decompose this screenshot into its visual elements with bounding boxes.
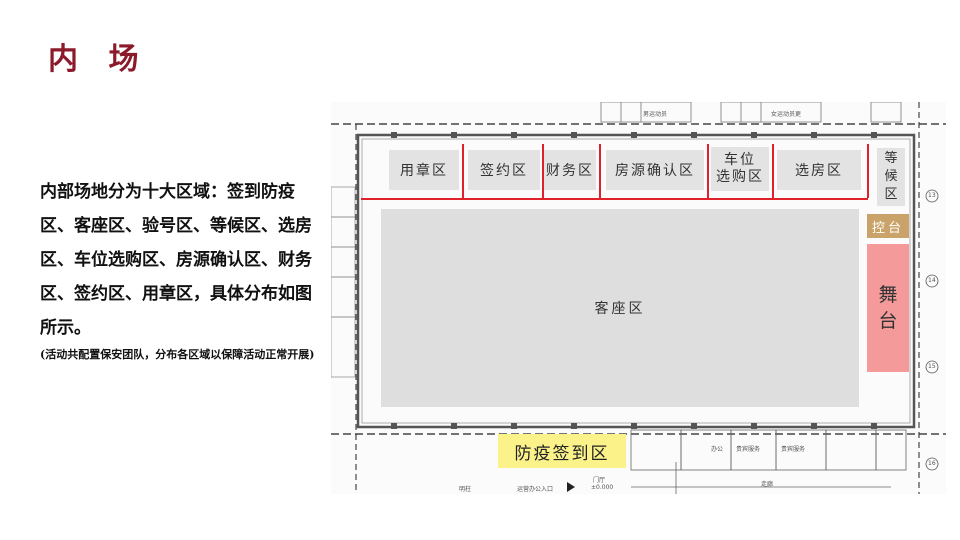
- axis-label-14: 14: [928, 277, 936, 284]
- zone-divider-line: [361, 198, 868, 200]
- zone-checkin: 防疫签到区: [498, 434, 626, 468]
- zone-divider-line: [599, 144, 601, 198]
- zone-parking-purchase: 车位 选购区: [711, 147, 769, 191]
- room-label-female: 女运动员更: [771, 111, 802, 118]
- description-text: 内部场地分为十大区域：签到防疫区、客座区、验号区、等候区、选房区、车位选购区、房…: [40, 182, 312, 338]
- service-label-2: 贵宾服务: [781, 446, 806, 453]
- zone-sign: 签约区: [468, 150, 540, 190]
- room-label-male: 男运动员: [643, 111, 668, 118]
- office-label: 办公: [711, 446, 724, 453]
- page-title: 内 场: [48, 42, 149, 77]
- zone-divider-line: [867, 144, 869, 198]
- zone-divider-line: [772, 144, 774, 198]
- zone-waiting: 等 候 区: [877, 148, 905, 206]
- corridor-label: 走廊: [761, 481, 774, 488]
- zone-finance: 财务区: [544, 150, 596, 190]
- zone-divider-line: [462, 144, 464, 198]
- zone-seal: 用章区: [389, 150, 459, 190]
- zone-divider-line: [707, 144, 709, 198]
- service-label-1: 贵宾服务: [736, 446, 761, 453]
- elevation-label: ±0.000: [591, 484, 614, 491]
- floor-plan: 13 14 15 16 男运动员 女运动员更 明柱 运营办公入口 ±0.000 …: [331, 102, 946, 494]
- zone-house-select: 选房区: [777, 150, 861, 190]
- zone-house-confirm: 房源确认区: [606, 150, 704, 190]
- column-label: 明柱: [459, 486, 472, 493]
- zone-control-desk: 控台: [867, 214, 909, 238]
- axis-label-13: 13: [928, 192, 936, 199]
- axis-label-15: 15: [928, 363, 936, 370]
- floor-plan-drawing: [331, 102, 946, 494]
- zone-seating: 客座区: [381, 209, 859, 407]
- zone-divider-line: [542, 144, 544, 198]
- gate-label: 门厅: [593, 477, 606, 484]
- zone-stage: 舞 台: [867, 244, 909, 372]
- entry-label: 运营办公入口: [517, 486, 554, 493]
- axis-label-16: 16: [928, 460, 936, 467]
- security-note: (活动共配置保安团队，分布各区域以保障活动正常开展): [40, 348, 315, 361]
